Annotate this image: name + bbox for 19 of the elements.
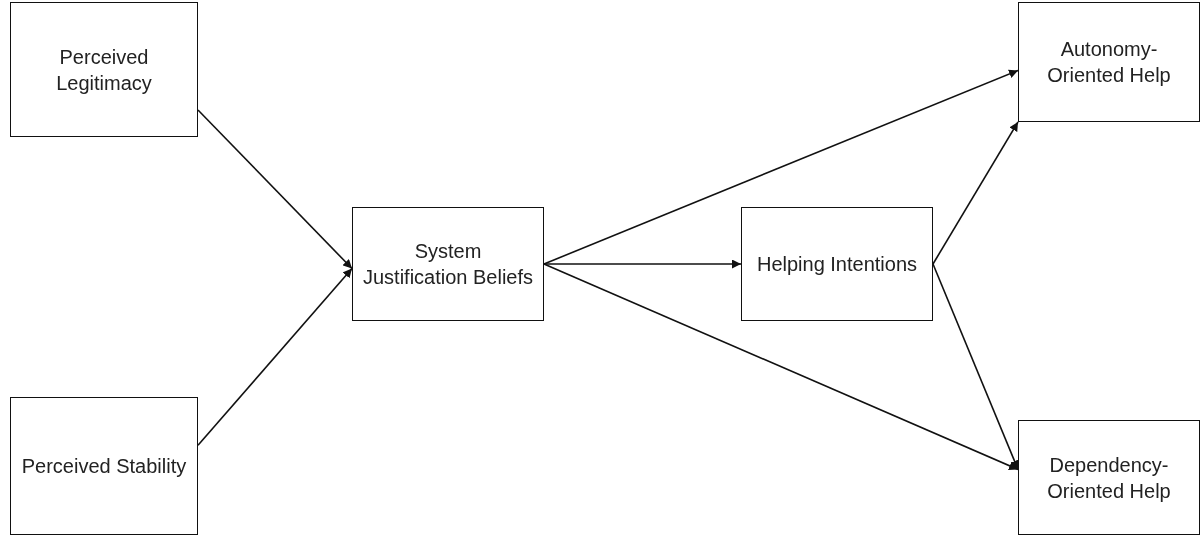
concept-label: Autonomy- Oriented Help	[1046, 37, 1172, 88]
arrow	[543, 263, 1019, 471]
arrow	[543, 259, 742, 269]
concept-box	[10, 397, 198, 535]
concept-box	[10, 2, 198, 137]
arrow	[932, 263, 1019, 471]
concept-box	[1018, 420, 1200, 535]
arrow	[932, 121, 1019, 265]
concept-label: System Justification Beliefs	[361, 239, 535, 290]
concept-box	[741, 207, 933, 321]
concept-box	[1018, 2, 1200, 122]
arrow	[197, 109, 353, 270]
concept-label: Helping Intentions	[755, 252, 919, 277]
concept-label: Perceived Legitimacy	[55, 44, 153, 96]
concept-label: Perceived Stability	[20, 454, 188, 479]
concept-box	[352, 207, 544, 321]
concept-label: Dependency- Oriented Help	[1046, 452, 1172, 504]
arrow	[543, 69, 1019, 265]
arrow	[197, 267, 353, 447]
